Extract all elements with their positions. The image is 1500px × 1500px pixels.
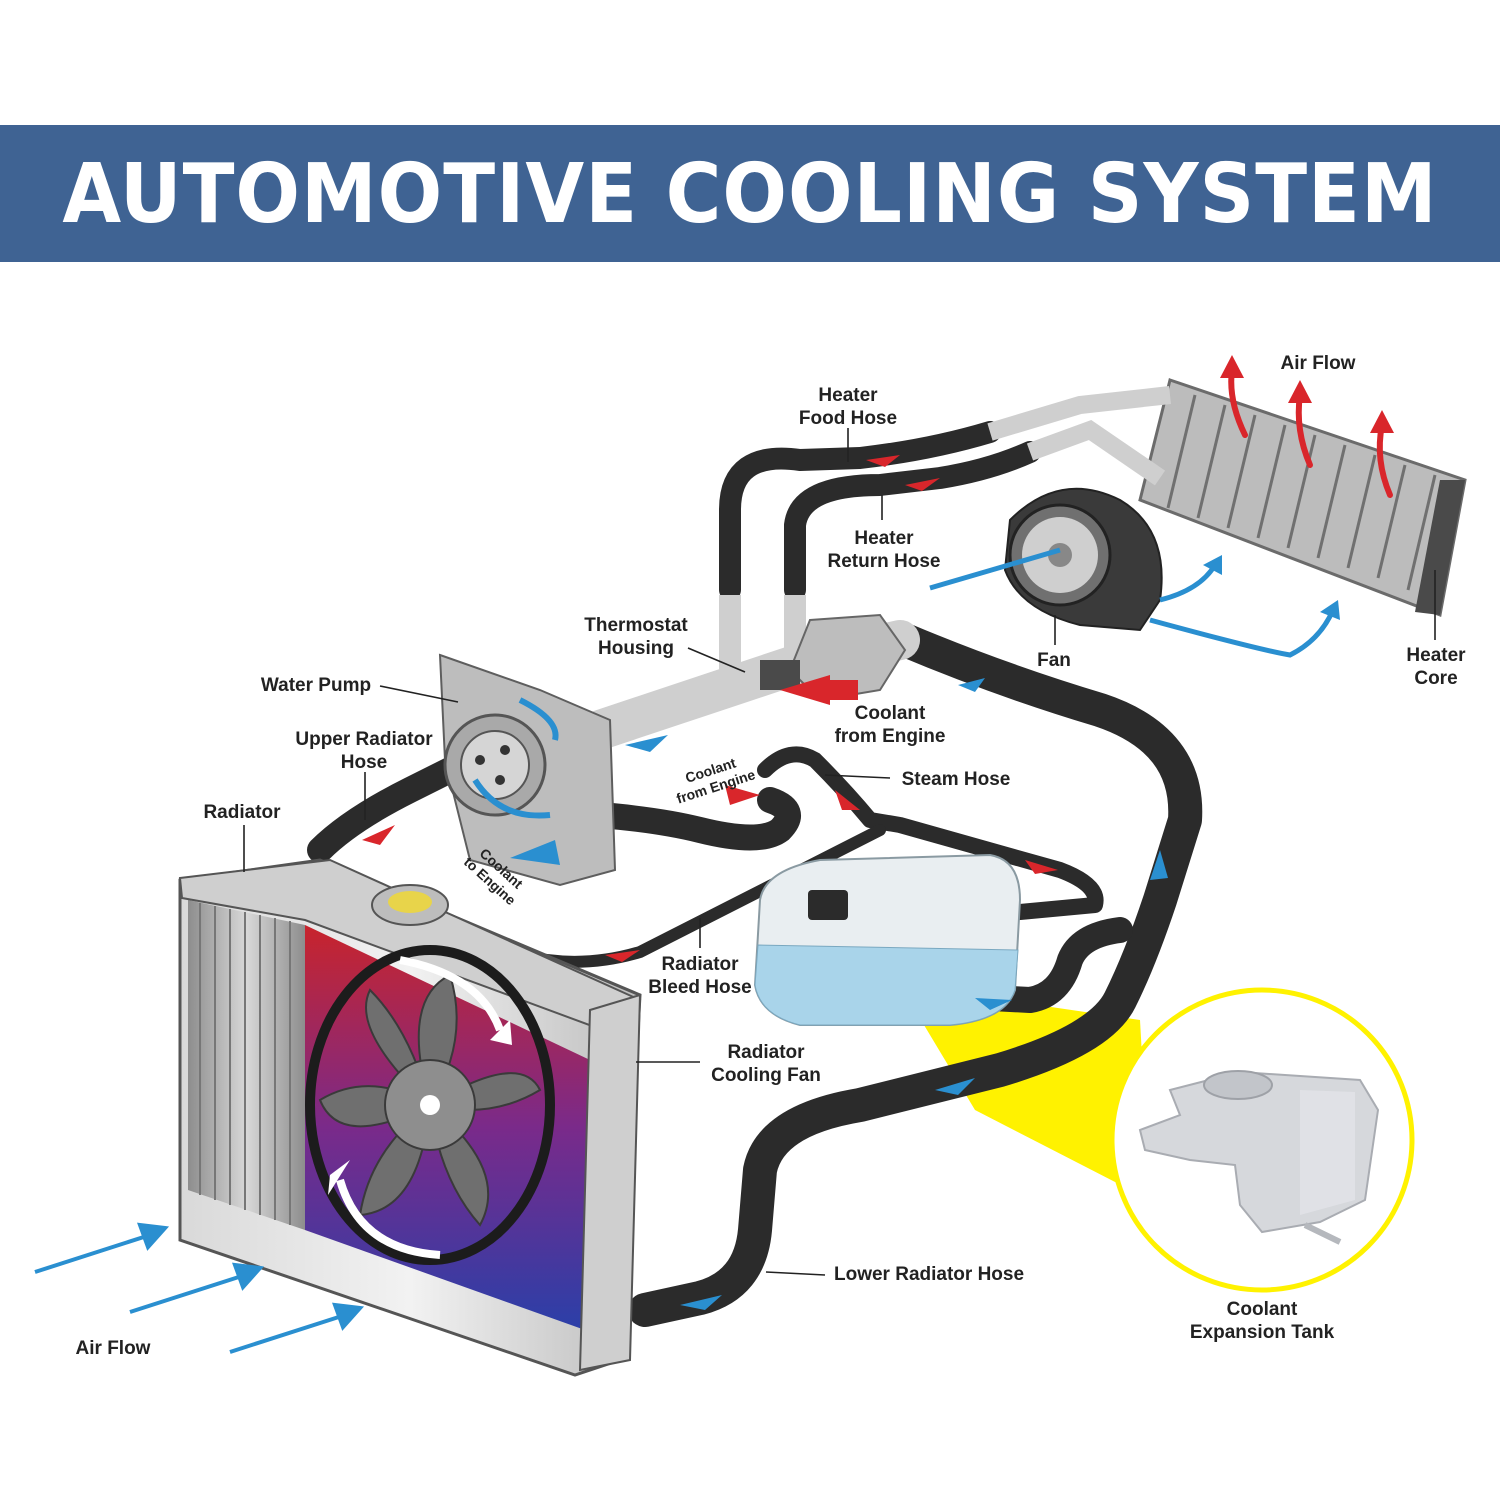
page-title: AUTOMOTIVE COOLING SYSTEM <box>62 145 1438 242</box>
label-radiator-cooling-fan-1: Radiator <box>727 1042 805 1063</box>
label-upper-radiator-hose-1: Upper Radiator <box>295 729 433 750</box>
label-heater-feed-hose-1: Heater <box>818 385 878 406</box>
fan-flow-arrowheads <box>1203 555 1340 620</box>
label-water-pump: Water Pump <box>261 675 371 696</box>
coolant-to-engine-arrow <box>510 840 560 865</box>
label-steam-hose: Steam Hose <box>902 769 1011 790</box>
radiator-cooling-fan <box>305 945 555 1265</box>
hose-flow-arrows <box>362 455 1168 1310</box>
heater-core <box>987 378 1467 618</box>
label-radiator: Radiator <box>203 802 281 823</box>
label-radiator-bleed-hose-2: Bleed Hose <box>648 977 751 998</box>
heater-feed-hose <box>719 421 1001 601</box>
label-radiator-cooling-fan-2: Cooling Fan <box>711 1065 821 1086</box>
blower-fan <box>1003 487 1163 632</box>
tank-outlet-hose <box>922 917 1133 1013</box>
label-thermostat-housing-2: Housing <box>598 638 674 659</box>
label-radiator-bleed-hose-1: Radiator <box>661 954 739 975</box>
coolant-from-engine-arrow <box>780 675 830 705</box>
heater-return-hose <box>784 441 1041 601</box>
label-thermostat-housing-1: Thermostat <box>584 615 688 636</box>
label-heater-core-2: Core <box>1414 668 1457 689</box>
label-lower-radiator-hose: Lower Radiator Hose <box>834 1264 1024 1285</box>
label-air-flow-top: Air Flow <box>1281 353 1356 374</box>
label-coolant-expansion-tank-2: Expansion Tank <box>1190 1322 1335 1343</box>
label-fan: Fan <box>1037 650 1071 671</box>
pipe-flow-arrow <box>625 735 668 752</box>
label-upper-radiator-hose-2: Hose <box>341 752 387 773</box>
labels: Air Flow Heater Food Hose Heater Return … <box>76 353 1467 1359</box>
expansion-tank <box>753 853 1022 1026</box>
label-air-flow-bottom: Air Flow <box>76 1338 151 1359</box>
label-coolant-from-engine-1: Coolant <box>855 703 926 724</box>
water-pump <box>438 653 617 887</box>
steam-hose <box>757 746 1104 920</box>
label-heater-return-hose-2: Return Hose <box>828 551 941 572</box>
leader-lines <box>243 428 1436 1276</box>
label-coolant-from-engine-2: from Engine <box>835 726 946 747</box>
small-coolant-arrow <box>725 785 760 805</box>
radiator-fins <box>188 900 305 1230</box>
expansion-tank-callout <box>900 985 1415 1293</box>
pump-outlet-hose <box>587 787 801 851</box>
main-return-hose <box>628 623 1203 1327</box>
label-heater-return-hose-1: Heater <box>854 528 914 549</box>
label-coolant-expansion-tank-1: Coolant <box>1227 1299 1298 1320</box>
label-heater-feed-hose-2: Food Hose <box>799 408 897 429</box>
coolant-from-engine-arrow-tail <box>828 680 858 700</box>
air-flow-arrows-bottom <box>34 1222 365 1354</box>
title-banner: AUTOMOTIVE COOLING SYSTEM <box>0 125 1500 262</box>
expansion-tank-photo <box>1138 1070 1380 1245</box>
air-flow-arrowheads-top <box>1220 355 1394 433</box>
label-heater-core-1: Heater <box>1406 645 1466 666</box>
